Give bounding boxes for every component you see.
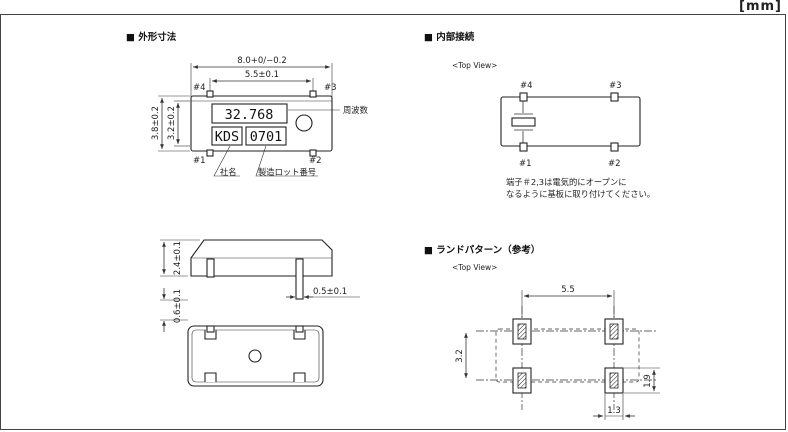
internal-pin-2-label: #2 xyxy=(608,159,621,169)
outline-top-view: 8.0+0/−0.2 5.5±0.1 #4 #3 #1 #2 32.768 KD… xyxy=(151,56,369,177)
dim-height-outer: 3.8±0.2 xyxy=(151,106,161,140)
land-dim-pad-height: 1.9 xyxy=(643,374,653,388)
land-dim-vertical: 3.2 xyxy=(455,349,465,363)
drawing-frame xyxy=(0,14,786,430)
callout-frequency: 周波数 xyxy=(343,105,369,115)
callout-company: 社名 xyxy=(220,167,237,177)
land-view-label: <Top View> xyxy=(452,263,497,272)
land-dim-pad-width: 1.3 xyxy=(607,406,621,416)
outline-side-view: 2.4±0.1 0.5±0.1 0.6±0.1 xyxy=(160,239,360,332)
internal-pin-4-label: #4 xyxy=(520,81,533,91)
marking-frequency: 32.768 xyxy=(225,107,274,123)
dim-side-height: 2.4±0.1 xyxy=(173,241,183,275)
dim-standoff: 0.6±0.1 xyxy=(173,289,183,323)
internal-pin-3-label: #3 xyxy=(609,81,622,91)
dim-pin-pitch: 5.5±0.1 xyxy=(245,70,279,80)
land-pattern-diagram: <Top View> 5.5 3.2 1.9 xyxy=(452,263,660,420)
internal-pin-1-label: #1 xyxy=(519,159,532,169)
outline-pin-2-label: #2 xyxy=(309,156,322,166)
internal-view-label: <Top View> xyxy=(452,61,497,70)
dim-height-inner: 3.2±0.2 xyxy=(167,106,177,140)
section-title-internal: ■ 内部接続 xyxy=(424,31,475,43)
internal-connection-diagram: <Top View> #4 #3 #1 #2 端子＃2,3は電気的にオープンに … xyxy=(452,61,655,199)
outline-pin-3-label: #3 xyxy=(324,83,337,93)
outline-bottom-view xyxy=(187,325,324,387)
unit-label: [mm] xyxy=(739,0,782,14)
section-title-outline: ■ 外形寸法 xyxy=(126,31,177,43)
marking-lot: 0701 xyxy=(250,129,283,145)
marking-maker: KDS xyxy=(215,129,239,145)
section-title-land: ■ ランドパターン（参考） xyxy=(424,244,540,256)
callout-lot: 製造ロット番号 xyxy=(258,167,316,177)
outline-pin-4-label: #4 xyxy=(193,83,206,93)
dim-lead-thickness: 0.5±0.1 xyxy=(313,287,347,297)
outline-pin-1-label: #1 xyxy=(193,156,206,166)
internal-note-line2: なるように基板に取り付けてください。 xyxy=(506,189,655,199)
land-dim-pitch: 5.5 xyxy=(561,285,575,295)
dim-total-width: 8.0+0/−0.2 xyxy=(237,56,287,66)
internal-note-line1: 端子＃2,3は電気的にオープンに xyxy=(506,177,627,187)
